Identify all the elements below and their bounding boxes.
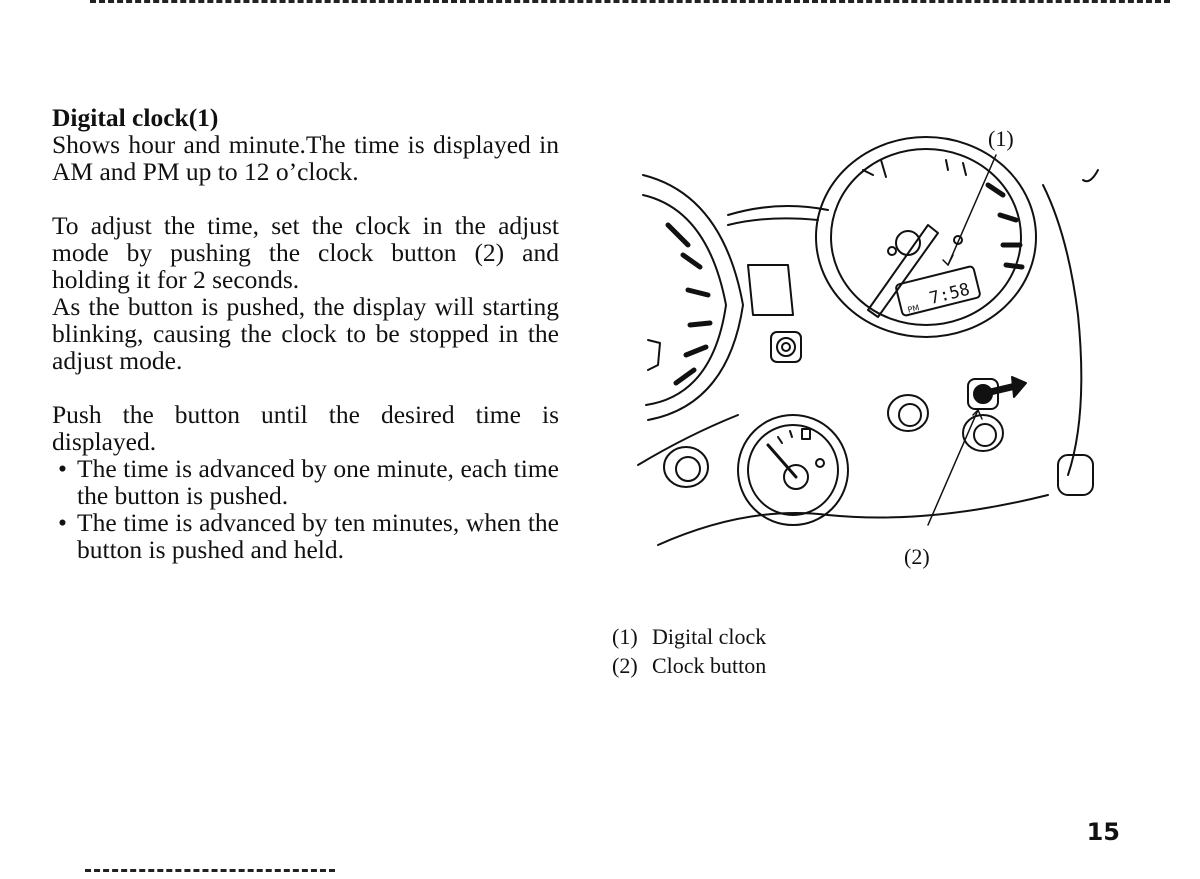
paragraph-adjust: To adjust the time, set the clock in the…: [52, 211, 559, 294]
paragraph-push: Push the button until the desired time i…: [52, 400, 559, 456]
callout-label-2: (2): [904, 544, 930, 569]
speedometer-needle: [867, 224, 939, 318]
bullet-item-one-minute: The time is advanced by one minute, each…: [52, 455, 559, 509]
bullet-list: The time is advanced by one minute, each…: [52, 455, 559, 563]
spacer: [52, 374, 559, 401]
fuel-gauge: [737, 414, 849, 526]
top-dashed-rule: [90, 0, 1170, 6]
lcd-display: [895, 265, 981, 317]
section-heading: Digital clock(1): [52, 103, 219, 132]
figure-legend: (1) Digital clock (2) Clock button: [612, 622, 766, 680]
bottom-dashed-rule: [85, 869, 335, 875]
leader-line-1: [947, 154, 997, 266]
leader-line-2: [927, 409, 979, 526]
legend-label: Digital clock: [652, 624, 767, 649]
indicator-light: [770, 331, 802, 363]
legend-item-clock-button: (2) Clock button: [612, 651, 766, 680]
text-column: Digital clock(1) Shows hour and minute.T…: [52, 104, 559, 563]
indicator-lights: [663, 394, 1094, 496]
legend-number: (2): [612, 653, 638, 678]
speedometer-gauge: PM 7:58: [815, 136, 1037, 338]
bullet-item-ten-minutes: The time is advanced by ten minutes, whe…: [52, 509, 559, 563]
legend-item-digital-clock: (1) Digital clock: [612, 622, 766, 651]
indicator-window: [747, 264, 794, 316]
tachometer-gauge: [642, 174, 744, 421]
instrument-panel-illustration: PM 7:58: [628, 115, 1108, 585]
paragraph-blinking: As the button is pushed, the display wil…: [52, 292, 559, 375]
clock-button: [967, 376, 1027, 410]
page-number: 15: [1086, 818, 1120, 846]
spacer: [52, 185, 559, 212]
legend-label: Clock button: [652, 653, 767, 678]
lcd-time: 7:58: [927, 280, 972, 309]
callout-label-1: (1): [988, 126, 1014, 151]
lcd-ampm: PM: [907, 303, 921, 315]
paragraph-intro: Shows hour and minute.The time is displa…: [52, 130, 559, 186]
legend-number: (1): [612, 624, 638, 649]
